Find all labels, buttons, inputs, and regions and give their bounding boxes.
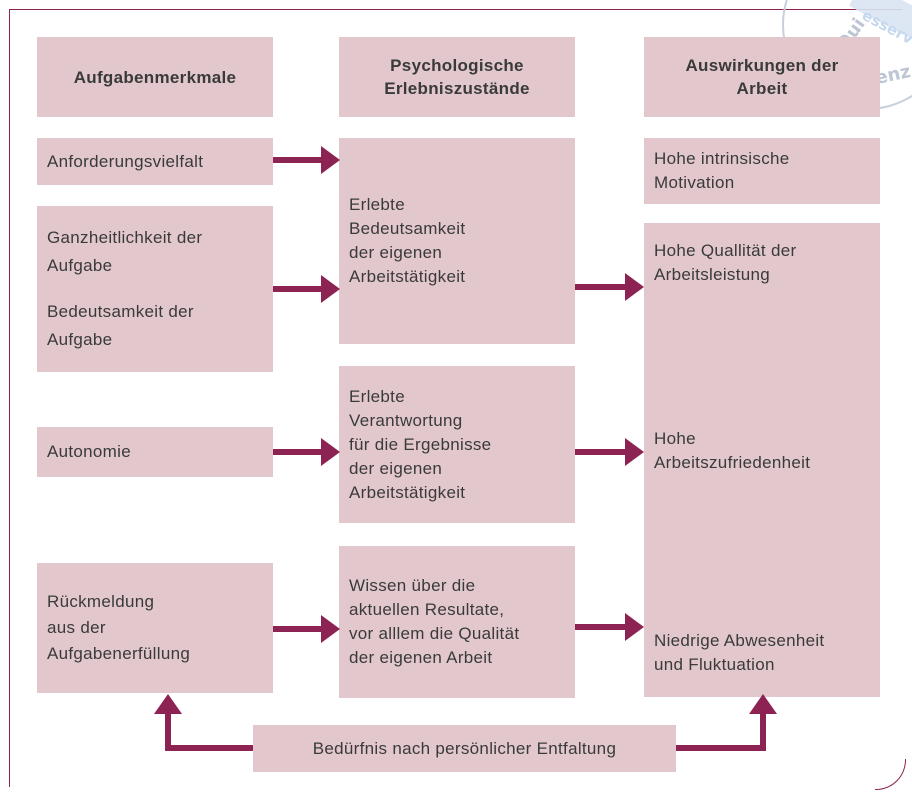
arrow-anforderung <box>273 146 340 174</box>
header-aufgabenmerkmale: Aufgabenmerkmale <box>37 37 273 117</box>
auswirkung-qualitaet: Hohe Quallität der Arbeitsleistung <box>654 239 796 287</box>
merkmal-autonomie: Autonomie <box>37 427 273 477</box>
arrow-bedeutsamkeit <box>575 273 644 301</box>
merkmal-line: Aufgabenerfüllung <box>47 644 191 663</box>
zustand-verantwortung: Erlebte Verantwortung für die Ergebnisse… <box>339 366 575 523</box>
zustand-line: Erlebte <box>349 386 405 406</box>
zustand-line: der eigenen Arbeit <box>349 648 493 667</box>
arrow-loop-right <box>676 694 777 751</box>
header-aufgabenmerkmale-text: Aufgabenmerkmale <box>73 67 237 87</box>
auswirkung-line: Motivation <box>654 173 735 192</box>
arrow-rueckmeldung <box>273 615 340 643</box>
zustand-wissen: Wissen über die aktuellen Resultate, vor… <box>339 546 575 698</box>
header-erlebniszustaende-line: Psychologische <box>390 56 524 75</box>
arrow-loop-left <box>154 694 253 751</box>
auswirkung-line: Arbeitsleistung <box>654 265 771 284</box>
zustand-bedeutsamkeit: Erlebte Bedeutsamkeit der eigenen Arbeit… <box>339 138 575 344</box>
merkmal-ganzheitlichkeit-bedeutsamkeit: Ganzheitlichkeit der Aufgabe Bedeutsamke… <box>37 206 273 372</box>
auswirkung-line: Hohe <box>654 429 696 448</box>
header-auswirkungen-line: Arbeit <box>736 79 788 98</box>
auswirkung-line: Niedrige Abwesenheit <box>654 631 825 650</box>
zustand-line: Bedeutsamkeit <box>349 219 466 238</box>
header-auswirkungen: Auswirkungen der Arbeit <box>644 37 880 117</box>
beduerfnis-text: Bedürfnis nach persönlicher Entfaltung <box>312 738 617 758</box>
auswirkung-line: Hohe Quallität der <box>654 241 797 260</box>
zustand-line: Arbeitstätigkeit <box>349 267 466 286</box>
zustand-line: Wissen über die <box>349 576 476 595</box>
zustand-line: der eigenen <box>349 243 443 262</box>
merkmal-line: Anforderungsvielfalt <box>47 151 204 171</box>
merkmal-line: Autonomie <box>47 442 131 461</box>
merkmal-line: Bedeutsamkeit der <box>47 302 194 321</box>
merkmal-line: Aufgabe <box>47 330 113 349</box>
zustand-line: vor alllem die Qualität <box>349 624 520 643</box>
merkmal-rueckmeldung: Rückmeldung aus der Aufgabenerfüllung <box>37 563 273 693</box>
auswirkung-line: Hohe intrinsische <box>654 149 790 168</box>
auswirkung-zufriedenheit: Hohe Arbeitszufriedenheit <box>654 427 810 475</box>
arrow-autonomie <box>273 438 340 466</box>
zustand-line: Arbeitstätigkeit <box>349 482 466 502</box>
auswirkung-abwesenheit: Niedrige Abwesenheit und Fluktuation <box>654 629 824 677</box>
auswirkung-line: und Fluktuation <box>654 655 775 674</box>
arrow-wissen <box>575 613 644 641</box>
diagram-frame <box>9 9 902 787</box>
header-erlebniszustaende: Psychologische Erlebniszustände <box>339 37 575 117</box>
zustand-line: Erlebte <box>349 195 405 214</box>
arrow-verantwortung <box>575 438 644 466</box>
merkmal-anforderungsvielfalt: Anforderungsvielfalt <box>37 138 273 185</box>
beduerfnis-box: Bedürfnis nach persönlicher Entfaltung <box>253 725 676 772</box>
auswirkung-line: Arbeitszufriedenheit <box>654 453 811 472</box>
zustand-line: aktuellen Resultate, <box>349 600 505 619</box>
zustand-line: der eigenen <box>349 458 443 478</box>
arrow-ganzheit <box>273 275 340 303</box>
header-erlebniszustaende-line: Erlebniszustände <box>384 79 530 98</box>
zustand-line: Verantwortung <box>349 410 463 430</box>
merkmal-line: Aufgabe <box>47 256 113 275</box>
auswirkung-motivation: Hohe intrinsische Motivation <box>644 138 880 204</box>
zustand-line: für die Ergebnisse <box>349 434 492 454</box>
merkmal-line: Rückmeldung <box>47 592 155 611</box>
merkmal-line: aus der <box>47 618 106 637</box>
auswirkungen-panel: Hohe Quallität der Arbeitsleistung Hohe … <box>644 223 880 697</box>
merkmal-line: Ganzheitlichkeit der <box>47 228 203 247</box>
header-auswirkungen-line: Auswirkungen der <box>685 56 839 75</box>
